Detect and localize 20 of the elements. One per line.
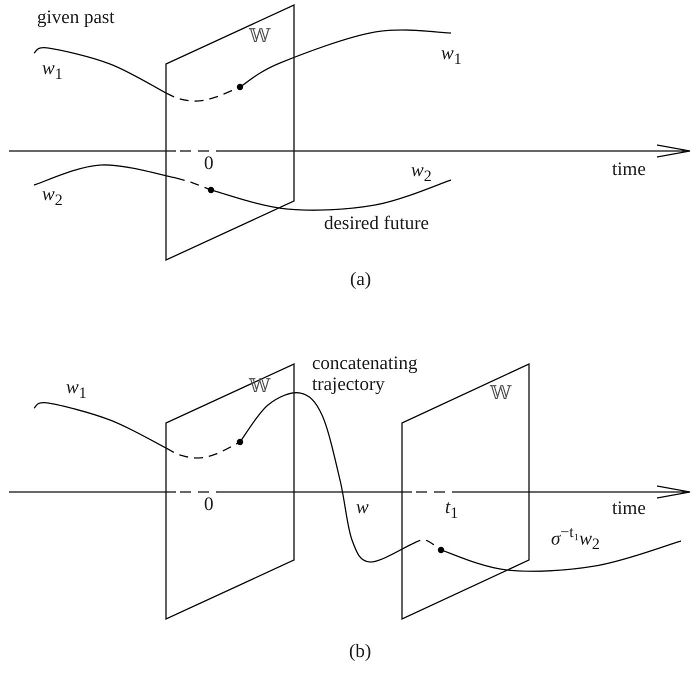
annotation-text: given past bbox=[37, 8, 115, 29]
curve-label: w$_{2}$ bbox=[411, 161, 432, 186]
axis-label: time bbox=[612, 499, 646, 520]
annotation-text: desired future bbox=[324, 214, 429, 235]
curve-label: w$_{1}$ bbox=[66, 378, 87, 402]
set-symbol: 𝕎 bbox=[249, 377, 270, 398]
curve-label: w$_{2}$ bbox=[42, 185, 63, 210]
axis-label: time bbox=[612, 160, 646, 181]
annotation-text: concatenating trajectory bbox=[312, 354, 419, 396]
subfigure-caption: (b) bbox=[349, 642, 372, 663]
time-label: t$_{1}$ bbox=[445, 498, 458, 522]
curve-label: w bbox=[356, 498, 369, 519]
curve-label: w$_{1}$ bbox=[42, 59, 63, 84]
set-symbol: 𝕎 bbox=[249, 27, 270, 48]
set-symbol: 𝕎 bbox=[490, 384, 512, 405]
origin-label: 0 bbox=[204, 495, 214, 516]
curve-label: w$_{1}$ bbox=[441, 44, 462, 68]
curve-label: σ$^{−t₁}$w$_{2}$ bbox=[551, 524, 600, 554]
origin-label: 0 bbox=[204, 154, 214, 175]
subfigure-caption: (a) bbox=[350, 270, 372, 291]
